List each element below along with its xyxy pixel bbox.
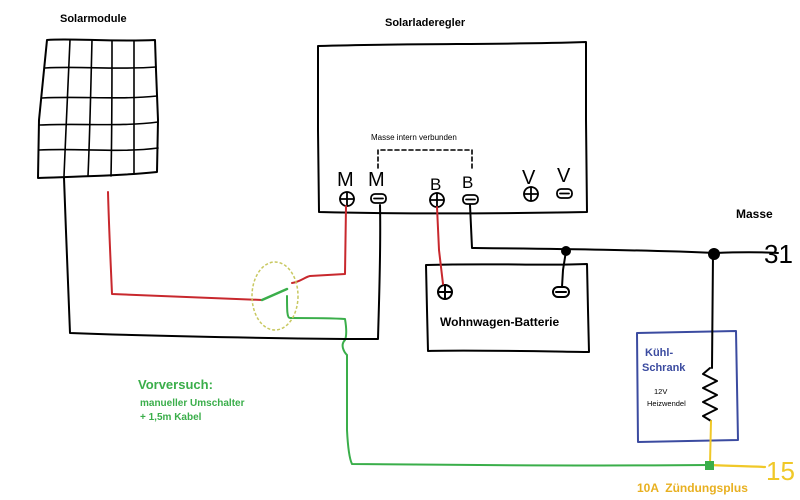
- label-charge-controller: Solarladeregler: [385, 17, 466, 29]
- wire-solar-negative: [63, 177, 382, 340]
- label-ground-internal: Masse intern verbunden: [371, 133, 457, 142]
- battery-box: [425, 263, 590, 353]
- charge-controller-box: [317, 41, 588, 215]
- label-terminal-m-plus: M: [337, 169, 354, 191]
- label-terminal-v-minus: V: [557, 165, 571, 187]
- fridge-box: [636, 330, 739, 443]
- label-terminal-m-minus: M: [368, 169, 385, 191]
- heater-coil-icon: [702, 367, 718, 422]
- solar-module: [37, 38, 159, 179]
- label-terminal-b-plus: B: [430, 175, 441, 194]
- label-heater-line1: 12V: [654, 387, 667, 396]
- junction-dot-ignition: [705, 461, 714, 470]
- wire-controller-to-battery-positive: [436, 206, 444, 285]
- wire-ignition-plus: [708, 463, 767, 469]
- label-battery: Wohnwagen-Batterie: [440, 315, 559, 329]
- junction-dot-battery: [561, 246, 571, 256]
- terminal-m-minus-icon: [370, 193, 387, 204]
- terminal-letters: M M B B V V: [337, 165, 571, 194]
- wire-switch-to-controller: [291, 205, 347, 284]
- wire-battery-negative: [561, 250, 567, 288]
- wire-heater-to-ignition: [709, 420, 712, 465]
- wire-test-cable: [286, 295, 709, 467]
- label-trial-title: Vorversuch:: [138, 377, 213, 392]
- label-ignition: 10A Zündungsplus: [637, 481, 748, 495]
- label-terminal-v-plus: V: [522, 167, 536, 189]
- switch-lever-icon: [260, 287, 289, 302]
- label-fridge-line1: Kühl-: [645, 347, 673, 359]
- label-terminal-b-minus: B: [462, 173, 473, 192]
- label-ground-number: 31: [764, 239, 793, 269]
- terminal-b-minus-icon: [462, 194, 479, 205]
- wire-solar-positive: [107, 191, 263, 301]
- junction-dot-ground: [708, 248, 720, 260]
- terminal-v-minus-icon: [556, 188, 573, 199]
- controller-terminals: [339, 186, 573, 208]
- label-heater-line2: Heizwendel: [647, 399, 686, 408]
- label-ground: Masse: [736, 207, 773, 221]
- internal-ground-dashed-line: [377, 149, 473, 169]
- switch-marker: [251, 261, 299, 331]
- wire-controller-to-ground: [469, 204, 779, 254]
- label-solar-modules: Solarmodule: [60, 13, 127, 25]
- label-fridge-line2: Schrank: [642, 362, 686, 374]
- label-ignition-number: 15: [766, 456, 795, 486]
- label-trial-line1: manueller Umschalter: [140, 398, 245, 409]
- label-trial-line2: + 1,5m Kabel: [140, 412, 202, 423]
- wire-ground-to-heater: [711, 253, 714, 369]
